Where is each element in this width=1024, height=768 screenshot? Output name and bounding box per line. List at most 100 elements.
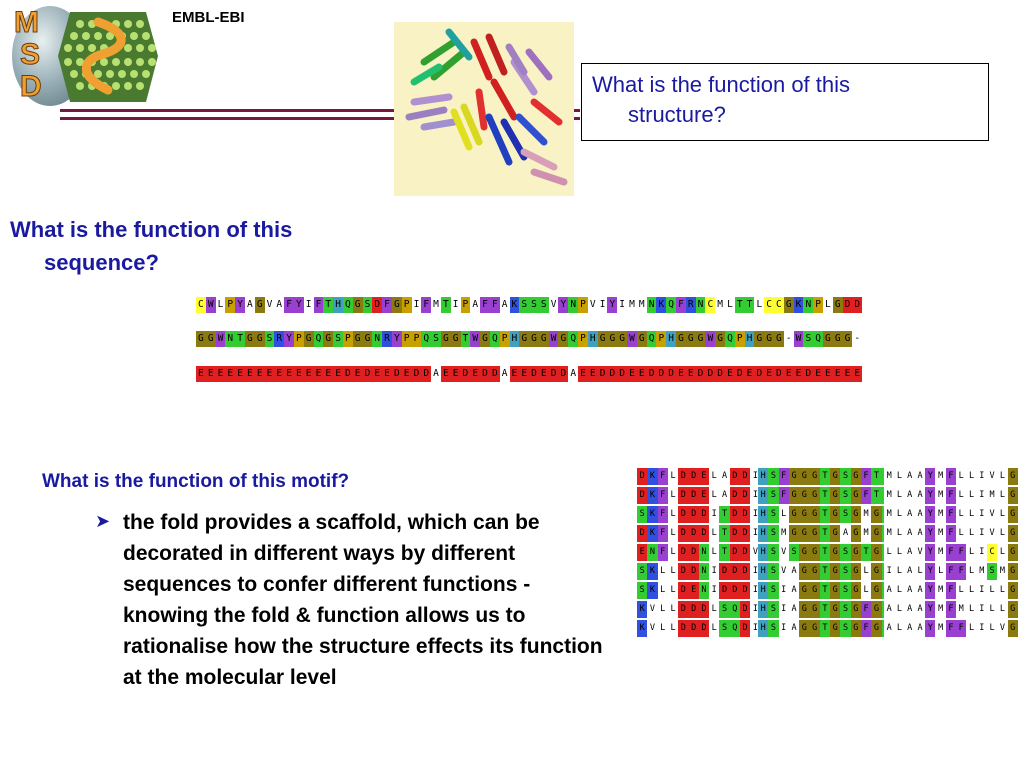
- residue: S: [986, 563, 998, 580]
- residue: L: [956, 582, 967, 599]
- residue: T: [819, 582, 831, 599]
- residue: K: [793, 297, 804, 313]
- residue: Q: [646, 331, 657, 347]
- residue: L: [860, 582, 872, 599]
- residue: V: [647, 620, 658, 637]
- residue: A: [244, 297, 255, 313]
- header-rule-bottom: [60, 117, 580, 120]
- residue: G: [850, 601, 861, 618]
- residue: D: [607, 366, 618, 382]
- residue: W: [215, 331, 226, 347]
- residue: G: [391, 297, 402, 313]
- alignment-row: DKFLDDDLTDDIM: [637, 525, 771, 542]
- residue: S: [840, 544, 851, 561]
- residue: M: [860, 525, 872, 542]
- residue: A: [788, 620, 800, 637]
- residue: M: [884, 487, 895, 504]
- alignment-row: KVLLDDDLSQDIE: [637, 601, 771, 618]
- residue: M: [935, 487, 946, 504]
- alignment-row: DKFLDDELADDIV: [637, 487, 771, 504]
- residue: T: [819, 601, 831, 618]
- residue: E: [627, 366, 637, 382]
- residue: E: [205, 366, 216, 382]
- residue: Q: [489, 331, 500, 347]
- residue: Y: [284, 331, 294, 347]
- residue: G: [850, 468, 861, 485]
- residue: A: [904, 601, 915, 618]
- residue: L: [966, 468, 977, 485]
- residue: E: [813, 366, 823, 382]
- residue: Y: [925, 563, 936, 580]
- residue: S: [264, 331, 275, 347]
- residue: Y: [293, 297, 304, 313]
- residue: D: [617, 366, 628, 382]
- residue: L: [894, 487, 905, 504]
- residue: G: [809, 544, 820, 561]
- residue: E: [244, 366, 255, 382]
- residue: A: [904, 620, 915, 637]
- residue: E: [832, 366, 843, 382]
- residue: S: [768, 601, 779, 618]
- logo-letter-d: D: [20, 70, 42, 103]
- residue: G: [1007, 582, 1018, 599]
- residue: D: [739, 582, 751, 599]
- residue: L: [884, 544, 895, 561]
- residue: G: [799, 487, 810, 504]
- residue: F: [956, 563, 967, 580]
- residue: D: [421, 366, 432, 382]
- residue: E: [725, 366, 735, 382]
- residue: L: [956, 487, 967, 504]
- residue: D: [372, 297, 383, 313]
- residue: M: [884, 468, 895, 485]
- residue: G: [558, 331, 569, 347]
- motif-answer-bullet: ➤ the fold provides a scaffold, which ca…: [95, 507, 605, 693]
- residue: S: [768, 468, 779, 485]
- residue: G: [636, 331, 647, 347]
- residue: L: [966, 487, 977, 504]
- residue: I: [778, 582, 789, 599]
- residue: D: [688, 468, 699, 485]
- residue: M: [997, 563, 1008, 580]
- alignment-row: HSIAGGTGSGLGS: [758, 582, 892, 599]
- residue: D: [705, 366, 716, 382]
- residue: D: [698, 601, 710, 618]
- residue: L: [667, 487, 679, 504]
- residue: F: [945, 468, 957, 485]
- residue: G: [1007, 506, 1018, 523]
- residue: M: [935, 582, 946, 599]
- residue: G: [754, 331, 765, 347]
- residue: S: [768, 620, 779, 637]
- residue: E: [225, 366, 236, 382]
- residue: D: [729, 525, 740, 542]
- residue: E: [215, 366, 226, 382]
- residue: H: [758, 563, 769, 580]
- residue: S: [768, 506, 779, 523]
- sequence-question-line1: What is the function of this: [10, 217, 293, 242]
- residue: Q: [568, 331, 579, 347]
- residue: E: [235, 366, 245, 382]
- residue: L: [966, 525, 977, 542]
- residue: P: [499, 331, 510, 347]
- residue: E: [823, 366, 833, 382]
- residue: S: [788, 544, 800, 561]
- residue: S: [803, 331, 814, 347]
- residue: S: [637, 563, 648, 580]
- residue: S: [768, 487, 779, 504]
- residue: S: [768, 582, 779, 599]
- residue: G: [850, 487, 861, 504]
- residue: E: [323, 366, 334, 382]
- residue: E: [698, 487, 710, 504]
- residue: L: [657, 620, 668, 637]
- residue: P: [401, 331, 412, 347]
- residue: L: [667, 525, 679, 542]
- residue: F: [945, 620, 957, 637]
- residue: D: [803, 366, 814, 382]
- residue: G: [715, 331, 726, 347]
- residue: D: [411, 366, 422, 382]
- residue: V: [750, 544, 761, 561]
- residue: P: [734, 331, 745, 347]
- residue: W: [548, 331, 559, 347]
- residue: D: [489, 366, 500, 382]
- residue: C: [764, 297, 775, 313]
